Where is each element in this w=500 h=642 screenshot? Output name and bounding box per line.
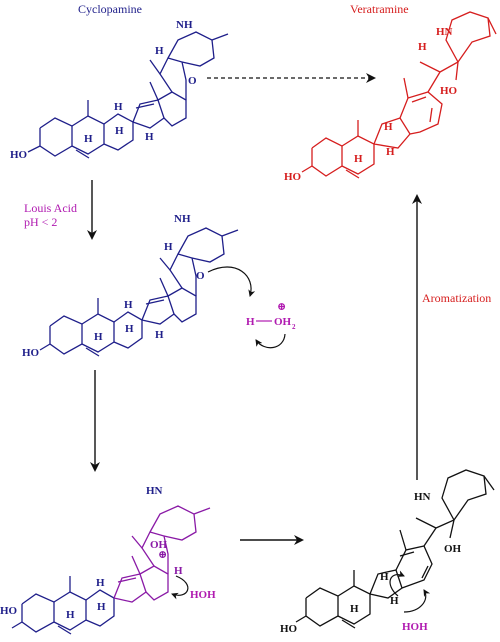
carbocation-ho: HO xyxy=(0,605,18,617)
acid-label-1: Louis Acid xyxy=(24,201,77,215)
hydronium-sub: 2 xyxy=(292,323,296,331)
carbocation-hn: HN xyxy=(146,485,163,497)
cyclopamine-ho: HO xyxy=(10,149,28,161)
protonation-ho: HO xyxy=(22,347,40,359)
cyclopamine-nh: NH xyxy=(176,19,193,31)
curved-arrow-elimination-3 xyxy=(403,589,431,613)
cyclopamine-h3: H xyxy=(115,125,124,137)
cyclopamine-h1: H xyxy=(84,133,93,145)
carbocation-h2: H xyxy=(96,577,105,589)
cyclopamine-h5: H xyxy=(155,45,164,57)
veratramine-title: Veratramine xyxy=(350,2,409,16)
veratramine-h3: H xyxy=(386,146,395,158)
veratramine-ho: HO xyxy=(284,171,302,183)
cyclopamine-structure xyxy=(27,31,229,159)
protonation-h4: H xyxy=(155,329,164,341)
diene-ho: HO xyxy=(280,623,298,635)
veratramine-hn: HN xyxy=(436,26,453,38)
hydronium-plus: ⊕ xyxy=(277,301,286,313)
diene-h3: H xyxy=(390,595,399,607)
protonation-structure xyxy=(39,227,239,357)
diene-oh: OH xyxy=(444,543,462,555)
protonation-nh: NH xyxy=(174,213,191,225)
aromatization-label: Aromatization xyxy=(422,291,491,305)
protonation-h2: H xyxy=(124,299,133,311)
carbocation-oh: OH xyxy=(150,539,168,551)
hydronium-h: H xyxy=(246,316,255,328)
hydronium-oh: OH xyxy=(274,316,292,328)
diene-h1: H xyxy=(350,603,359,615)
cyclopamine-o: O xyxy=(188,75,197,87)
diene-structure xyxy=(295,469,495,629)
veratramine-structure xyxy=(301,11,497,179)
protonation-h1: H xyxy=(94,331,103,343)
carbocation-structure xyxy=(11,576,115,635)
diene-hoh: HOH xyxy=(402,621,428,633)
curved-arrow-hydronium xyxy=(255,333,286,349)
carbocation-hoh: HOH xyxy=(190,589,216,601)
diene-h2: H xyxy=(380,571,389,583)
carbocation-h4: H xyxy=(174,565,183,577)
carbocation-upper xyxy=(113,505,211,603)
veratramine-h4: H xyxy=(418,41,427,53)
diene-hn: HN xyxy=(414,491,431,503)
carbocation-plus: ⊕ xyxy=(158,549,167,561)
carbocation-h3: H xyxy=(97,601,106,613)
curved-arrow-elimination-2 xyxy=(389,570,405,597)
protonation-o: O xyxy=(196,270,205,282)
curved-arrow-elimination-1 xyxy=(171,575,189,600)
protonation-h3: H xyxy=(125,323,134,335)
cyclopamine-title: Cyclopamine xyxy=(78,2,142,16)
protonation-h5: H xyxy=(164,241,173,253)
carbocation-h1: H xyxy=(66,609,75,621)
veratramine-h2: H xyxy=(384,121,393,133)
veratramine-oh: HO xyxy=(440,85,458,97)
cyclopamine-h4: H xyxy=(145,131,154,143)
cyclopamine-h2: H xyxy=(114,101,123,113)
acid-label-2: pH < 2 xyxy=(24,215,57,229)
veratramine-h1: H xyxy=(354,153,363,165)
curved-arrow-protonation xyxy=(207,266,256,297)
